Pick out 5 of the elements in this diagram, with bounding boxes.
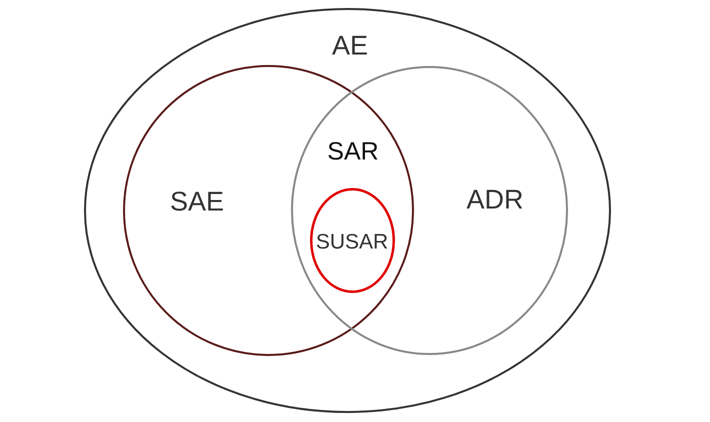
- set-label: SAE: [170, 188, 224, 216]
- set-label: SUSAR: [316, 232, 388, 252]
- set-label: AE: [332, 32, 368, 60]
- set-label: ADR: [466, 186, 524, 214]
- region-label: SAR: [327, 140, 379, 164]
